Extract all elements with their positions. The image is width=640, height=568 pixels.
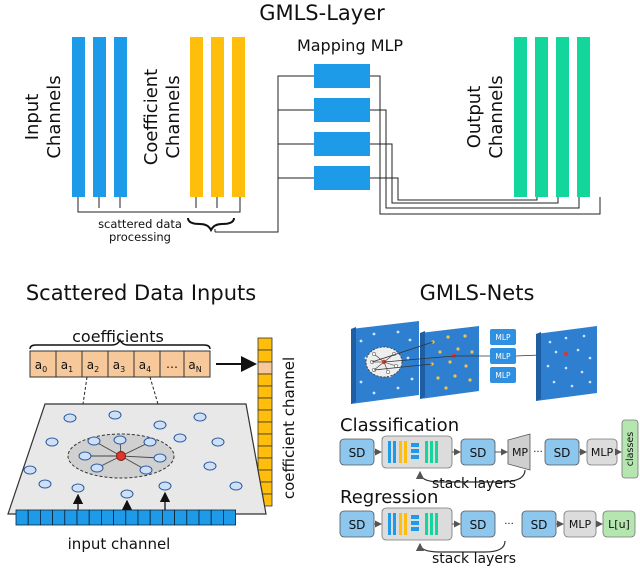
- coefficient-channel-cell: [257, 385, 273, 399]
- coefficient-cells: [29, 350, 211, 378]
- svg-text:…: …: [166, 357, 178, 371]
- coefficient-channels-label-1: Coefficient: [141, 69, 162, 166]
- coefficient-channel-cell: [257, 445, 273, 459]
- class-stack-label: stack layers: [432, 476, 516, 492]
- regression-pipeline: [339, 507, 636, 541]
- reg-sd-2: SD: [470, 518, 487, 532]
- input-channel-cell: [161, 509, 175, 526]
- input-channel-cell: [52, 509, 66, 526]
- input-channel-cell: [113, 509, 127, 526]
- reg-stack-label: stack layers: [432, 551, 516, 567]
- input-channel-cell: [15, 509, 29, 526]
- coefficient-channel-cell: [257, 409, 273, 423]
- input-channels-label-2: Channels: [44, 75, 65, 158]
- coefficient-channel-bars: [190, 37, 245, 197]
- svg-text:aN: aN: [188, 358, 201, 374]
- class-sd-1: SD: [349, 446, 366, 460]
- classes-label: classes: [625, 432, 636, 466]
- regression-label: Regression: [340, 487, 438, 508]
- class-mlp: MLP: [591, 446, 614, 459]
- coefficient-channel-cell: [257, 433, 273, 447]
- nets-panel-2: [420, 326, 479, 399]
- scatter-label-1: scattered data: [98, 217, 182, 231]
- input-channel-cell: [125, 509, 139, 526]
- mlp-input-lines: [214, 75, 314, 233]
- input-channel-cell: [149, 509, 163, 526]
- input-channel-cell: [186, 509, 200, 526]
- input-channel-cell: [64, 509, 78, 526]
- class-sd-2: SD: [470, 446, 487, 460]
- nets-panel-3: [536, 326, 597, 401]
- input-channel-cell: [88, 509, 102, 526]
- coefficient-channels-label-2: Channels: [163, 75, 184, 158]
- svg-text:a4: a4: [139, 358, 151, 374]
- coefficient-channel-cell: [257, 373, 273, 387]
- input-channel-cell: [27, 509, 41, 526]
- svg-text:a3: a3: [113, 358, 125, 374]
- output-channels-label-2: Channels: [486, 75, 507, 158]
- gmls-nets-title: GMLS-Nets: [420, 281, 535, 305]
- coefficient-cell-labels: a0 a1 a2 a3 a4 … aN: [35, 357, 202, 374]
- coefficient-channel-cell: [257, 421, 273, 435]
- mlp-output-lines: [370, 75, 601, 215]
- scatter-processing-lines: [77, 197, 241, 213]
- svg-text:a2: a2: [87, 358, 99, 374]
- class-dots: ···: [533, 447, 543, 458]
- reg-loop: [415, 540, 506, 553]
- svg-text:a0: a0: [35, 358, 47, 374]
- class-sd-3: SD: [554, 446, 571, 460]
- mapping-mlp-boxes: [314, 64, 370, 190]
- mapping-mlp-label: Mapping MLP: [297, 36, 403, 55]
- class-loop: [415, 469, 526, 483]
- small-mlp-label-1: MLP: [495, 333, 511, 342]
- input-channel-label: input channel: [68, 535, 171, 553]
- scattered-title: Scattered Data Inputs: [26, 281, 256, 305]
- nets-panel-1: [351, 321, 419, 404]
- input-channel-cell: [222, 509, 236, 526]
- coefficient-channel-cell: [257, 361, 273, 375]
- small-mlp-label-3: MLP: [495, 371, 511, 380]
- input-channel-cell: [210, 509, 224, 526]
- input-channel-cell: [101, 509, 115, 526]
- output-channel-bars: [514, 37, 590, 197]
- input-channel-strip: [15, 509, 236, 526]
- scatter-label-2: processing: [109, 230, 171, 244]
- input-channel-cell: [174, 509, 188, 526]
- coefficient-channel-cell: [257, 349, 273, 363]
- input-arrows: [72, 491, 171, 511]
- coefficient-channel-cell: [257, 397, 273, 411]
- coefficient-channel-cell: [257, 337, 273, 351]
- input-channel-cell: [76, 509, 90, 526]
- small-mlp-label-2: MLP: [495, 352, 511, 361]
- reg-sd-3: SD: [531, 518, 548, 532]
- coefficient-channel-label: coefficient channel: [280, 357, 298, 499]
- input-channel-bars: [72, 37, 127, 197]
- coefficient-channel-cell: [257, 457, 273, 471]
- reg-block-mini: [388, 513, 438, 535]
- coefficients-label: coefficients: [72, 327, 164, 346]
- input-channel-cell: [40, 509, 54, 526]
- input-channel-cell: [198, 509, 212, 526]
- curly-brace: [187, 217, 235, 233]
- reg-lu: L[u]: [608, 518, 630, 531]
- input-channel-cell: [137, 509, 151, 526]
- gmls-layer-title: GMLS-Layer: [259, 1, 385, 25]
- input-channels-label-1: Input: [22, 94, 43, 141]
- classification-label: Classification: [340, 415, 459, 436]
- class-block-mini: [388, 441, 438, 463]
- nets-small-mlps: [490, 329, 516, 383]
- scatter-points: [23, 410, 243, 499]
- reg-sd-1: SD: [349, 518, 366, 532]
- class-mp: MP: [512, 446, 528, 459]
- center-point: [116, 451, 126, 461]
- coefficients-brace: [29, 338, 211, 350]
- reg-mlp: MLP: [569, 518, 592, 531]
- coefficient-channel-strip: [257, 337, 273, 507]
- output-channels-label-1: Output: [464, 86, 485, 149]
- svg-text:a1: a1: [61, 358, 73, 374]
- reg-dots: ···: [504, 519, 514, 530]
